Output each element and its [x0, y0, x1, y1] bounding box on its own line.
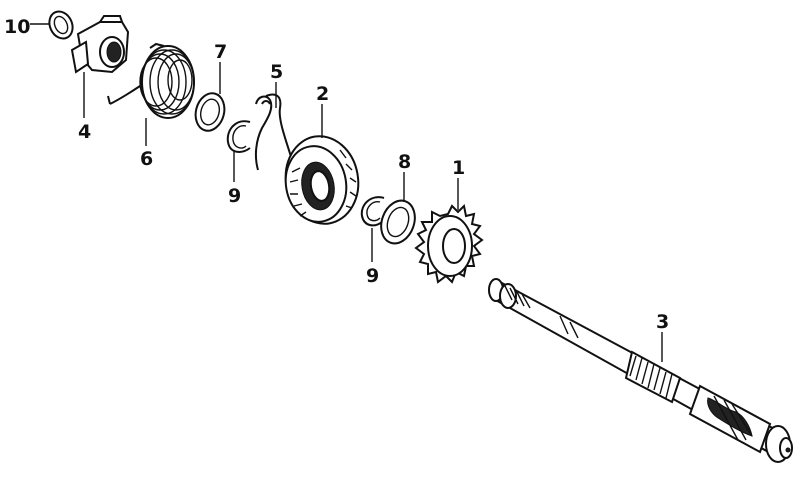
part-9-circlip-right	[360, 196, 385, 227]
part-5-spring-clip	[254, 93, 293, 171]
callout-10: 10	[4, 16, 30, 38]
callout-7: 7	[214, 41, 227, 63]
callout-8: 8	[398, 151, 411, 173]
part-9-circlip-left	[226, 120, 251, 153]
callout-9-left: 9	[228, 185, 241, 207]
part-4-ratchet-guide	[70, 15, 130, 74]
callout-4: 4	[78, 121, 91, 143]
part-1-gear	[414, 203, 484, 284]
callout-6: 6	[140, 148, 153, 170]
callout-9-right: 9	[366, 265, 379, 287]
part-3-spindle	[488, 278, 793, 463]
part-2-ratchet	[284, 135, 360, 225]
callout-labels: 10 4 6 7 9 5 2 9 8 1 3	[4, 16, 669, 333]
callout-1: 1	[452, 157, 465, 179]
callout-5: 5	[270, 61, 283, 83]
callout-3: 3	[656, 311, 669, 333]
callout-2: 2	[316, 83, 329, 105]
leader-lines	[30, 23, 663, 362]
part-10-washer	[48, 10, 74, 40]
part-8-washer	[380, 199, 416, 245]
part-6-spring	[107, 42, 195, 119]
part-7-washer	[194, 92, 226, 132]
